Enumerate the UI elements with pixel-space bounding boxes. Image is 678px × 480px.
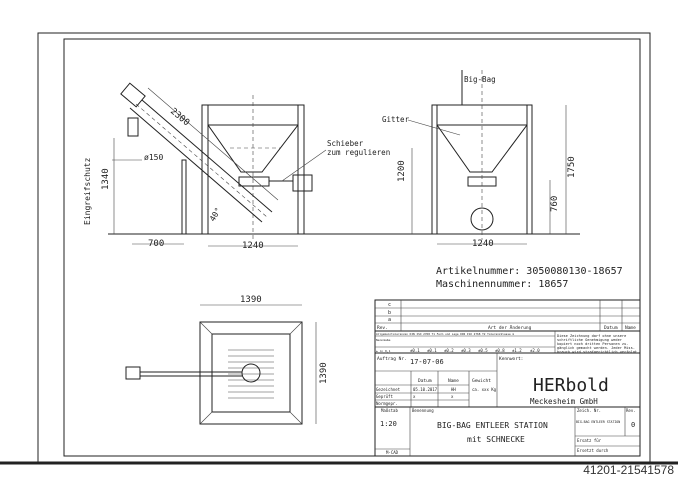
cad-label: M-CAD <box>386 450 399 455</box>
tolerance-label-1: Nennmaße <box>376 338 391 342</box>
notice-line: schriftliche Genehmigung weder <box>557 338 623 342</box>
label-grid: Gitter <box>382 115 410 124</box>
dim-height-2: 1750 <box>567 156 577 178</box>
rev-row-c: c <box>388 302 391 308</box>
label-guard: Eingreifschutz <box>83 157 92 225</box>
order-label: Auftrag Nr. <box>377 356 407 362</box>
name-col: Name <box>448 378 459 384</box>
article-number: Artikelnummer: 3050080130-18657 <box>436 266 623 277</box>
weight-value: ca. xxx Kg <box>472 387 497 392</box>
name-header: Name <box>625 325 636 331</box>
company-sub: Meckesheim GmbH <box>530 397 598 406</box>
title-block: c b a Rev. Art der Änderung Datum Name A… <box>374 299 641 457</box>
label-bag: Big-Bag <box>464 75 496 84</box>
tolerance-label-2: ± in 0,1 <box>376 349 391 353</box>
checked-label: Geprüft <box>376 394 393 399</box>
tolerance-header: Allgemeintoleranzen DIN ISO 2768 T1 Form… <box>376 332 514 336</box>
keyword-label: Kennwort: <box>499 356 523 362</box>
rev-label: Rev. <box>626 408 636 413</box>
dim-width: 1240 <box>242 241 264 251</box>
label-slide-2: zum regulieren <box>327 148 390 157</box>
order-number: 17-07-06 <box>410 358 444 366</box>
dim-height: 1340 <box>101 168 111 190</box>
tolerance-value: ±1.2 <box>512 348 522 353</box>
dim-diameter: ø150 <box>144 153 163 162</box>
date-col: Datum <box>418 378 432 384</box>
notice-line: gänglich gemacht werden. Jeder Miss- <box>557 346 635 350</box>
dim-width-side: 1240 <box>472 239 494 249</box>
side-view: Big-Bag Gitter 1200 1750 760 1240 <box>382 70 580 249</box>
tolerance-value: ±0.3 <box>461 348 471 353</box>
rev-row-b: b <box>388 310 391 316</box>
drawn-label: Gezeichnet <box>376 387 401 392</box>
rev-value: 0 <box>631 421 635 429</box>
replaced-by-label: Ersetzt durch <box>577 448 609 453</box>
notice-line: brauch wird strafgerichtlich verfolgt. <box>557 350 639 354</box>
drawn-date: 05.10.2017 <box>413 387 438 392</box>
scale-value: 1:20 <box>380 420 397 428</box>
title-label: Benennung <box>412 408 434 413</box>
drawing-title-2: mit SCHNECKE <box>467 435 525 444</box>
notice-line: Diese Zeichnung darf ohne unsere <box>557 334 626 338</box>
rev-header: Rev. <box>377 325 388 331</box>
tolerance-value: ±0.1 <box>427 348 437 353</box>
drawing-title-1: BIG-BAG ENTLEER STATION <box>437 421 548 430</box>
rev-row-a: a <box>388 317 391 323</box>
top-view: 1390 1390 <box>125 295 329 425</box>
norm-label: Normgepr. <box>376 401 398 406</box>
dim-offset: 700 <box>148 239 164 249</box>
weight-label: Gewicht <box>472 378 491 384</box>
date-header: Datum <box>604 325 618 331</box>
listing-id: 41201-21541578 <box>583 463 674 477</box>
tolerance-value: ±0.1 <box>410 348 420 353</box>
inner-frame <box>63 38 641 457</box>
machine-number: Maschinennummer: 18657 <box>436 279 568 290</box>
tolerance-value: ±0.2 <box>444 348 454 353</box>
drawn-name: HH <box>451 387 456 392</box>
replaces-label: Ersatz für <box>577 438 602 443</box>
drawing-no: BIG-BAG ENTLEER STATION <box>576 420 620 424</box>
dim-angle: 40° <box>208 206 223 223</box>
checked-date: x <box>413 394 416 399</box>
dim-height-3: 760 <box>550 196 560 212</box>
drawing-no-label: Zeich. Nr. <box>577 408 601 413</box>
tolerance-value: ±2.0 <box>530 348 540 353</box>
checked-name: x <box>451 394 454 399</box>
notice-line: kopiert noch dritten Personen zu- <box>557 342 628 346</box>
dim-top-depth: 1390 <box>319 362 329 384</box>
front-view: 2300 1340 Eingreifschutz ø150 700 1240 4… <box>83 82 400 251</box>
label-slide: Schieber <box>327 139 364 148</box>
tolerance-value: ±0.8 <box>495 348 505 353</box>
tolerance-value: ±0.5 <box>478 348 488 353</box>
change-header: Art der Änderung <box>488 324 532 331</box>
dim-top-width: 1390 <box>240 295 262 305</box>
dim-height-1: 1200 <box>397 160 407 182</box>
scale-label: Maßstab <box>381 408 398 413</box>
company-logo: HERbold <box>533 375 609 396</box>
